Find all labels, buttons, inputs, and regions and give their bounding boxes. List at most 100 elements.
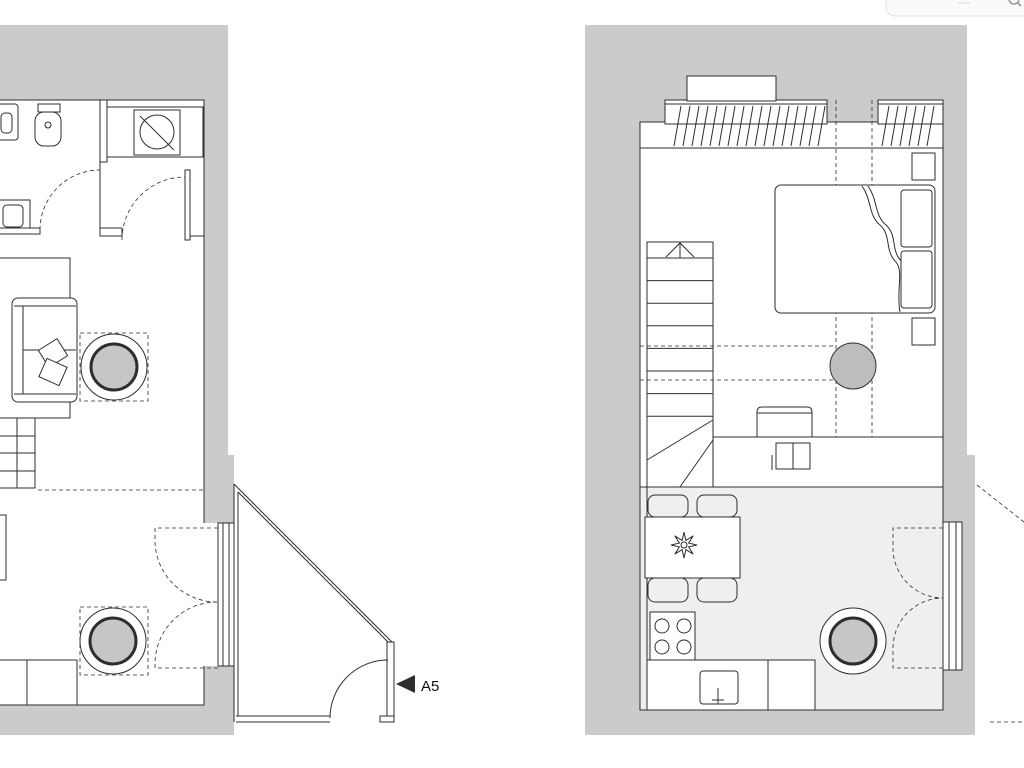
nightstand [911,317,936,346]
dining-chair [647,577,689,603]
kitchen-cabinet [767,659,816,711]
hanger-line [808,105,817,147]
search-icon-lens [1008,0,1020,5]
hanger-line [790,105,799,147]
table-edge [0,514,7,581]
desk-chair [756,406,813,437]
kitchen-unit [0,659,28,706]
armchair [79,606,149,676]
armchair [819,607,887,675]
dining-table [644,516,741,579]
duvet-fold [867,185,903,263]
armchair [79,332,149,402]
kitchen-unit [26,659,78,706]
loft-floor-plan [585,25,1024,735]
hanger-line [917,105,926,147]
window-frame [942,521,963,671]
pillow [900,250,933,309]
kitchen [646,611,816,711]
entrance-door-swing [329,659,389,719]
hanger-line [763,105,772,147]
bidet-drain [44,121,52,129]
bathroom-wall [0,227,41,235]
dining-chair [647,494,689,518]
window-door-swing-bottom [892,597,944,669]
staircase [646,241,714,488]
search-box-frame[interactable] [885,0,1024,17]
search-icon[interactable] [1008,0,1022,7]
balcony-railing [233,483,395,645]
bidet [34,111,62,147]
pouf [829,342,877,390]
hanger-line [799,105,808,147]
hanger-line [673,105,682,147]
burner-icon [676,639,692,655]
washing-machine-drum [139,114,175,150]
hanger-line [817,105,826,147]
window-frame [217,522,235,667]
armchair-seat [828,616,878,666]
window-door-swing-top [892,527,944,599]
hanger-line [709,105,718,147]
bed-frame [774,184,936,314]
wardrobe-hangers [881,105,935,147]
hanger-line [908,105,917,147]
toilet [0,103,19,141]
toilet-seat [0,112,13,134]
centerpiece-icon [670,531,698,559]
dining-set [644,494,741,603]
washbasin-bowl [2,204,24,228]
hanger-line [727,105,736,147]
arrow-up-icon [665,242,695,258]
dining-chair [696,494,738,518]
burner-icon [654,618,670,634]
hanger-line [899,105,908,147]
hanger-line [890,105,899,147]
washing-machine-line [139,115,175,151]
washer-cabinet [106,106,204,158]
dining-chair [696,577,738,603]
entrance-jamb [386,641,395,719]
armchair-clearance [79,332,149,402]
hanger-line [772,105,781,147]
partition-wall [99,99,108,163]
kitchen-sink [699,670,739,705]
hanger-line [926,105,935,147]
sofa [11,297,78,403]
window-right [203,522,235,667]
window-door-swing-bottom [154,601,218,669]
section-marker-label: A5 [421,678,439,695]
balcony [233,483,395,723]
wardrobe-hangers [673,105,826,147]
living-area [0,257,218,706]
stair-flight [646,241,714,488]
entrance-threshold [379,715,395,723]
ground-floor-plan: A5 [0,25,439,735]
triangle-left-icon [396,675,415,693]
window-reveal [203,523,218,666]
exterior-projection-line [976,484,1024,523]
hanger-line [736,105,745,147]
washing-machine [133,109,181,156]
hanger-line [745,105,754,147]
centerpiece-core [680,541,688,549]
hanger-line [881,105,890,147]
duvet-fold [861,185,901,313]
section-marker: A5 [396,675,439,695]
armchair-seat [88,616,138,666]
utility-door-swing [121,176,186,241]
burner-icon [654,639,670,655]
armchair-seat [89,342,139,392]
stair-winder [679,439,714,488]
burner-icon [676,618,692,634]
bed [774,152,936,346]
bathroom [0,99,204,241]
search-box[interactable] [885,0,1024,17]
bidet-cistern [37,103,61,113]
throw-pillow [38,357,68,387]
hanger-line [700,105,709,147]
hanger-line [781,105,790,147]
door-jamb [99,227,123,237]
utility-wall [184,169,191,241]
